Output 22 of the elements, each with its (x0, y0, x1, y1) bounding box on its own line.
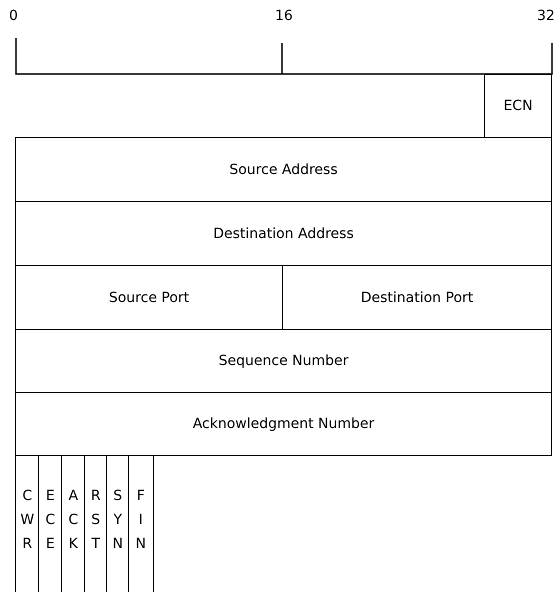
field-label: RST (90, 487, 101, 554)
field-label: Sequence Number (218, 353, 348, 369)
flag-bit-field (128, 455, 154, 592)
field-label: SYN (112, 487, 123, 554)
header-field (15, 137, 552, 202)
field-label: ACK (68, 487, 78, 554)
header-field (15, 329, 552, 393)
field-label: Source Port (108, 290, 190, 306)
header-field (484, 74, 552, 138)
field-label: ECE (45, 487, 56, 554)
header-field (15, 201, 552, 266)
bit-offset-label: 32 (537, 8, 555, 24)
field-label: FIN (136, 487, 146, 554)
field-label: CWR (22, 487, 32, 554)
field-label: Destination Port (360, 290, 474, 306)
bit-offset-label: 0 (9, 8, 18, 24)
header-field (15, 392, 552, 456)
field-label: ECN (503, 98, 533, 114)
field-label: Acknowledgment Number (192, 416, 374, 432)
field-label: Destination Address (213, 226, 354, 242)
field-label: Source Address (229, 162, 338, 178)
bit-offset-label: 16 (275, 8, 293, 24)
